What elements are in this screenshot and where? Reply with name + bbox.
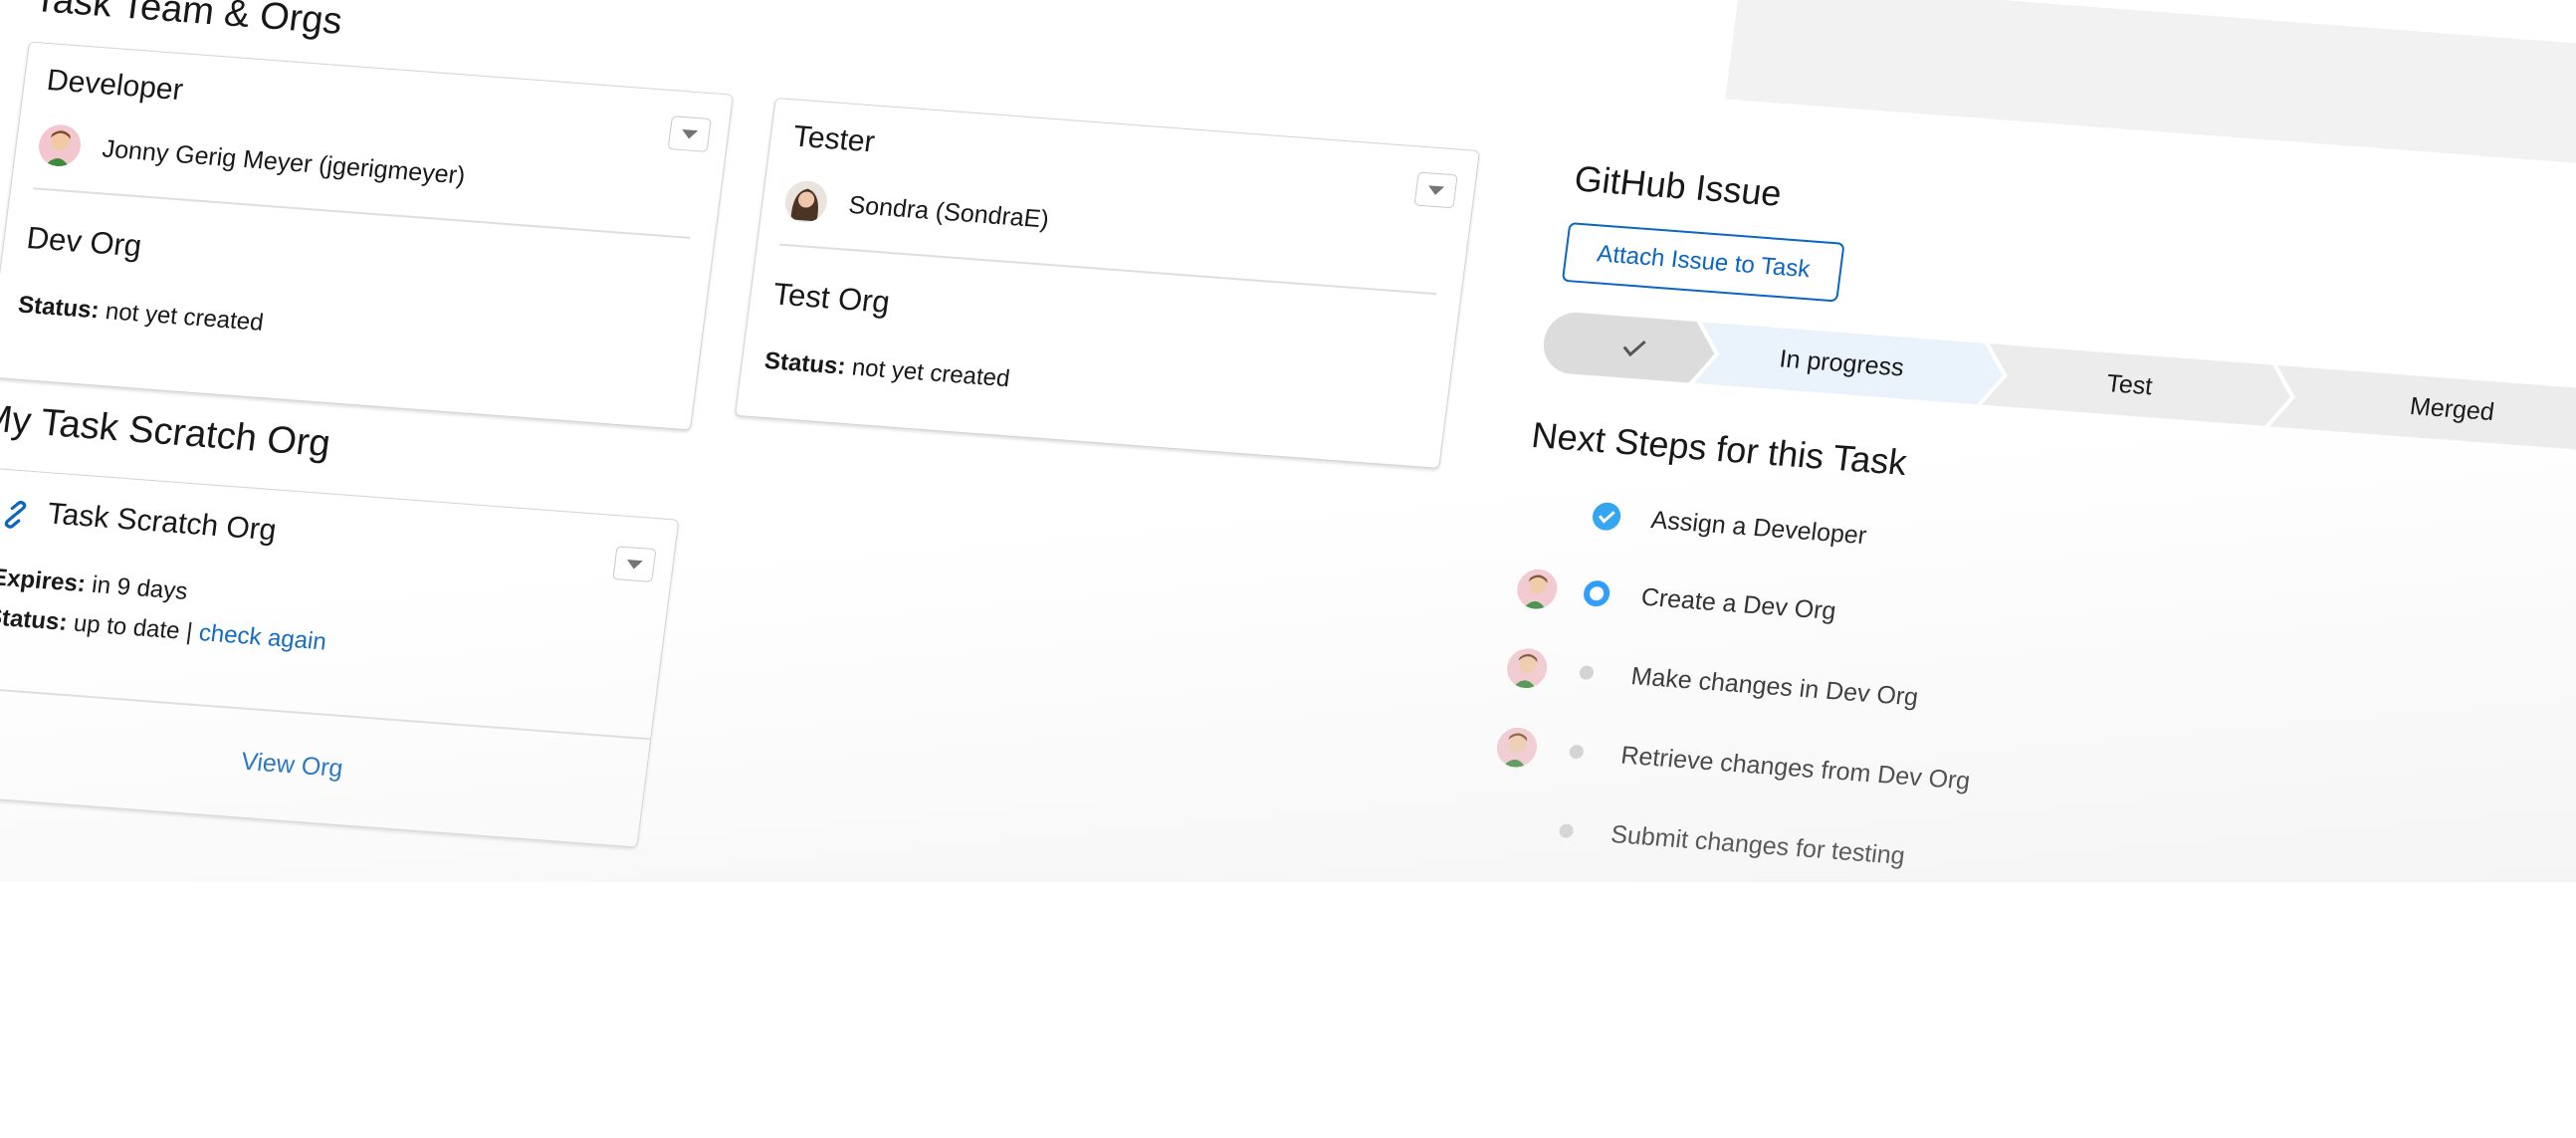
tester-user: Sondra (SondraE): [782, 179, 1051, 241]
expires-value: in 9 days: [90, 570, 189, 605]
dot-icon: [1568, 744, 1585, 760]
next-step-retrieve-changes: Retrieve changes from Dev Org: [1618, 741, 1973, 796]
scratch-org-card-title: Task Scratch Org: [45, 497, 279, 548]
path-step-merged[interactable]: [2269, 364, 2576, 454]
test-org-name: Test Org: [770, 276, 892, 320]
link-icon: [0, 498, 34, 532]
check-again-link[interactable]: check again: [197, 619, 328, 656]
chevron-down-icon: [625, 559, 643, 569]
scratch-org-expires: Expires: in 9 days: [0, 564, 189, 606]
checkmark-circle-icon: [1590, 501, 1623, 533]
next-step-submit-changes: Submit changes for testing: [1609, 819, 1907, 870]
ring-icon: [1580, 577, 1613, 609]
dev-org-name: Dev Org: [24, 220, 144, 264]
scratch-org-menu-button[interactable]: [612, 546, 657, 582]
test-org-status: Status: not yet created: [762, 346, 1012, 393]
status-value: not yet created: [850, 353, 1012, 393]
tester-name: Sondra (SondraE): [847, 190, 1051, 234]
progress-path: [1540, 311, 2576, 454]
dot-icon: [1558, 823, 1575, 839]
expires-label: Expires:: [0, 564, 88, 598]
developer-avatar: [1494, 726, 1539, 769]
developer-name: Jonny Gerig Meyer (jgerigmeyer): [101, 133, 468, 190]
tester-card: Tester Sondra (SondraE) Test Org Status:…: [735, 97, 1480, 469]
chevron-down-icon: [681, 128, 699, 139]
check-icon: [1616, 331, 1652, 364]
status-value: up to date |: [72, 609, 195, 646]
developer-card: Developer Jonny Gerig Meyer (jgerigmeyer…: [0, 41, 735, 431]
scratch-card-divider: [0, 685, 651, 741]
scratch-org-card: Task Scratch Org Expires: in 9 days Stat…: [0, 466, 680, 848]
team-section-title: Task Team & Orgs: [31, 0, 345, 43]
status-label: Status:: [0, 603, 70, 636]
attach-issue-button[interactable]: Attach Issue to Task: [1561, 222, 1845, 303]
path-step-in-progress[interactable]: [1693, 322, 2007, 406]
next-step-make-changes: Make changes in Dev Org: [1629, 661, 1920, 712]
view-org-link[interactable]: View Org: [239, 747, 345, 784]
developer-role-label: Developer: [45, 64, 185, 108]
next-step-assign-developer: Assign a Developer: [1649, 505, 1868, 550]
tester-role-label: Tester: [791, 119, 877, 159]
developer-menu-button[interactable]: [667, 115, 712, 152]
next-step-create-dev-org: Create a Dev Org: [1639, 582, 1838, 625]
tester-avatar: [782, 179, 829, 224]
dev-org-status: Status: not yet created: [17, 292, 266, 338]
status-label: Status:: [16, 291, 102, 325]
developer-avatar: [36, 123, 83, 168]
github-section-title: GitHub Issue: [1572, 157, 1785, 214]
developer-avatar: [1505, 647, 1550, 690]
dot-icon: [1579, 665, 1595, 681]
developer-avatar: [1515, 568, 1560, 610]
scratch-org-status: Status: up to date | check again: [0, 603, 327, 656]
status-label: Status:: [762, 346, 848, 380]
path-step-test[interactable]: [1981, 343, 2294, 428]
next-steps-title: Next Steps for this Task: [1529, 413, 1910, 484]
scratch-section-title: My Task Scratch Org: [0, 397, 333, 466]
chevron-down-icon: [1427, 184, 1445, 196]
header-strip: [1725, 0, 2576, 189]
path-step-complete[interactable]: [1540, 311, 1718, 384]
developer-user: Jonny Gerig Meyer (jgerigmeyer): [36, 123, 468, 197]
tester-menu-button[interactable]: [1413, 171, 1458, 209]
status-value: not yet created: [104, 298, 266, 337]
